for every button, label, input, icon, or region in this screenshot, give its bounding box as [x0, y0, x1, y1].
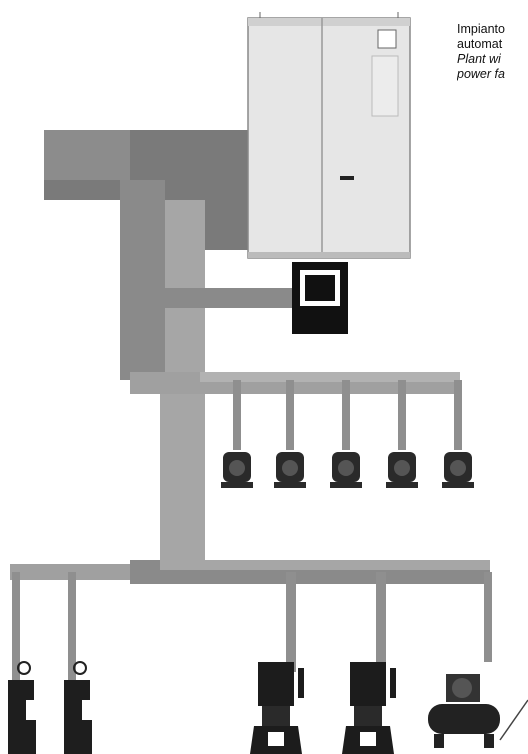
- fan-branch: [130, 372, 460, 394]
- electrical-cabinet-icon: [248, 12, 410, 258]
- press-machine-icon: [250, 662, 396, 754]
- machine-branch: [10, 560, 490, 584]
- control-unit-icon: [292, 262, 348, 334]
- drop-pipes: [12, 380, 492, 680]
- fan-unit-icon: [221, 452, 474, 488]
- machine-icon: [8, 662, 92, 754]
- main-trunk: [44, 130, 248, 570]
- compressor-icon: [428, 674, 528, 748]
- control-branch: [150, 288, 300, 308]
